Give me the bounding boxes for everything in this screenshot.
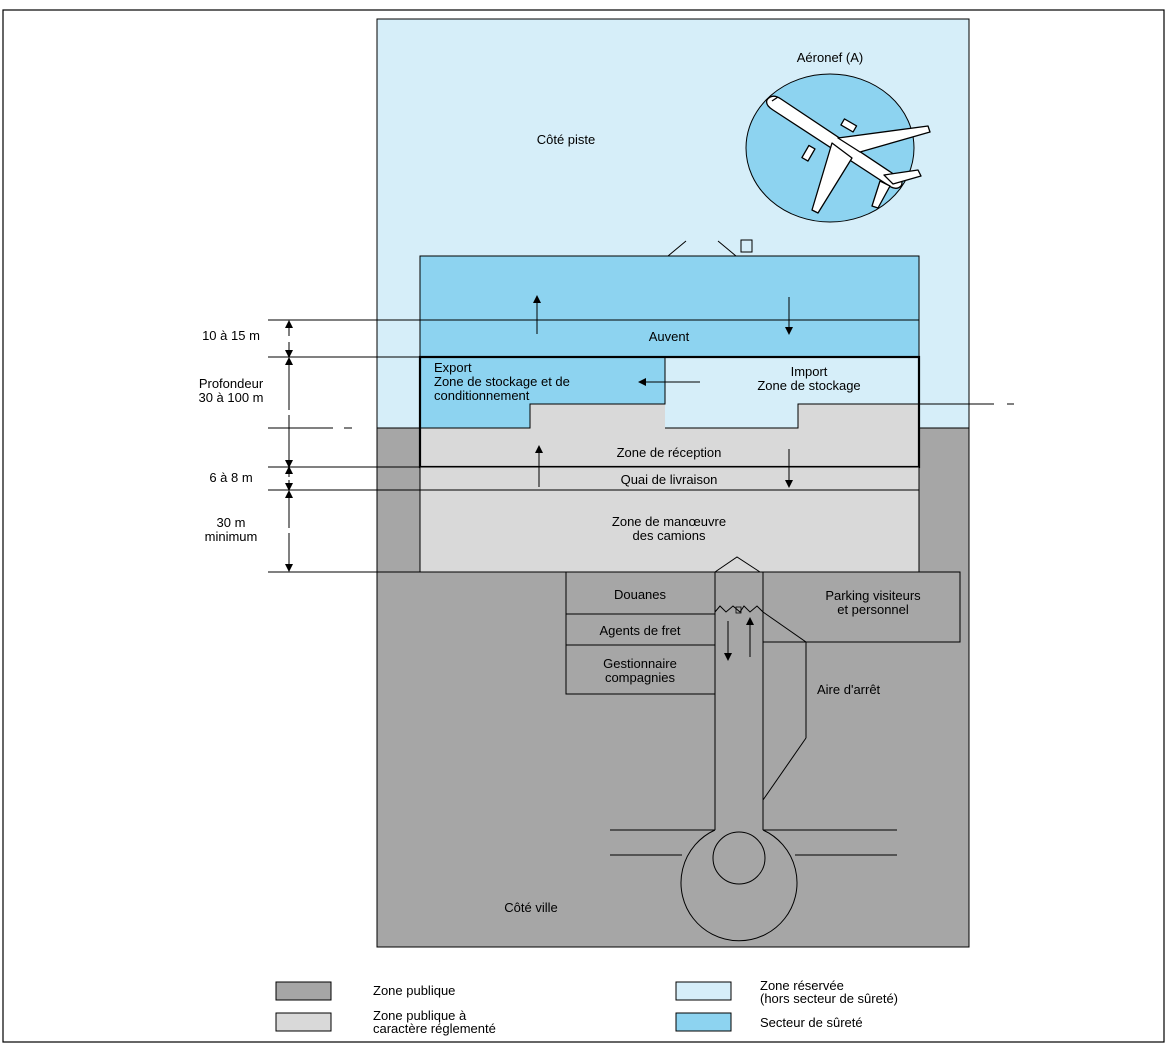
legend-regulated-label-1: Zone publique à	[373, 1008, 467, 1023]
dim-depth-label-1: Profondeur	[199, 376, 264, 391]
dimension-lines	[268, 319, 1014, 573]
truck-maneuver-zone	[419, 489, 920, 573]
legend-public-label: Zone publique	[373, 983, 455, 998]
legend-swatch-security	[675, 1012, 732, 1032]
import-label-1: Import	[791, 364, 828, 379]
gate-mark-left	[667, 240, 687, 257]
export-label-1: Export	[434, 360, 472, 375]
reception-label: Zone de réception	[617, 445, 722, 460]
export-label-2: Zone de stockage et de	[434, 374, 570, 389]
legend-swatch-regulated	[275, 1012, 332, 1032]
gate-booth-icon	[740, 239, 753, 253]
stop-area-top-edge	[762, 611, 807, 643]
dim-maneuver-label-2: minimum	[205, 529, 258, 544]
landside-label: Côté ville	[504, 900, 557, 915]
gate-mark-right	[717, 240, 737, 257]
aircraft-icon	[765, 95, 931, 214]
legend-swatch-public	[275, 981, 332, 1001]
freight-agents-box	[565, 613, 716, 646]
legend-regulated-label-2: caractère réglementé	[373, 1021, 496, 1036]
canopy-label: Auvent	[649, 329, 690, 344]
entrance-chevron	[714, 556, 761, 573]
freight-agents-label: Agents de fret	[600, 623, 681, 638]
manager-label-1: Gestionnaire	[603, 656, 677, 671]
dim-dock-label: 6 à 8 m	[209, 470, 252, 485]
checkpoint-icon	[735, 606, 742, 614]
export-label-3: conditionnement	[434, 388, 530, 403]
import-label-2: Zone de stockage	[757, 378, 860, 393]
legend: Zone publique Zone publique à caractère …	[275, 978, 898, 1036]
roundabout-outer	[680, 829, 798, 942]
dim-maneuver-label-1: 30 m	[217, 515, 246, 530]
customs-label: Douanes	[614, 587, 667, 602]
export-zone	[420, 357, 665, 428]
stop-area-label: Aire d'arrêt	[817, 682, 881, 697]
storage-outline	[420, 357, 919, 429]
legend-restricted-label-1: Zone réservée	[760, 978, 844, 993]
dock-label: Quai de livraison	[621, 472, 718, 487]
parking-label-1: Parking visiteurs	[825, 588, 921, 603]
airside-label: Côté piste	[537, 132, 596, 147]
maneuver-label-1: Zone de manœuvre	[612, 514, 726, 529]
parking-label-2: et personnel	[837, 602, 909, 617]
stop-area-bottom-edge	[762, 737, 807, 801]
canopy-zone	[419, 255, 920, 358]
parking-box	[762, 571, 961, 643]
import-zone	[665, 357, 919, 428]
figure-border	[2, 9, 1165, 1043]
dim-canopy-label: 10 à 15 m	[202, 328, 260, 343]
legend-security-label: Secteur de sûreté	[760, 1015, 863, 1030]
dim-depth-label-2: 30 à 100 m	[198, 390, 263, 405]
legend-swatch-restricted	[675, 981, 732, 1001]
legend-restricted-label-2: (hors secteur de sûreté)	[760, 991, 898, 1006]
maneuver-label-2: des camions	[633, 528, 706, 543]
manager-label-2: compagnies	[605, 670, 676, 685]
road-entrance	[714, 571, 764, 614]
roundabout-island	[712, 831, 766, 885]
aircraft-label: Aéronef (A)	[797, 50, 863, 65]
